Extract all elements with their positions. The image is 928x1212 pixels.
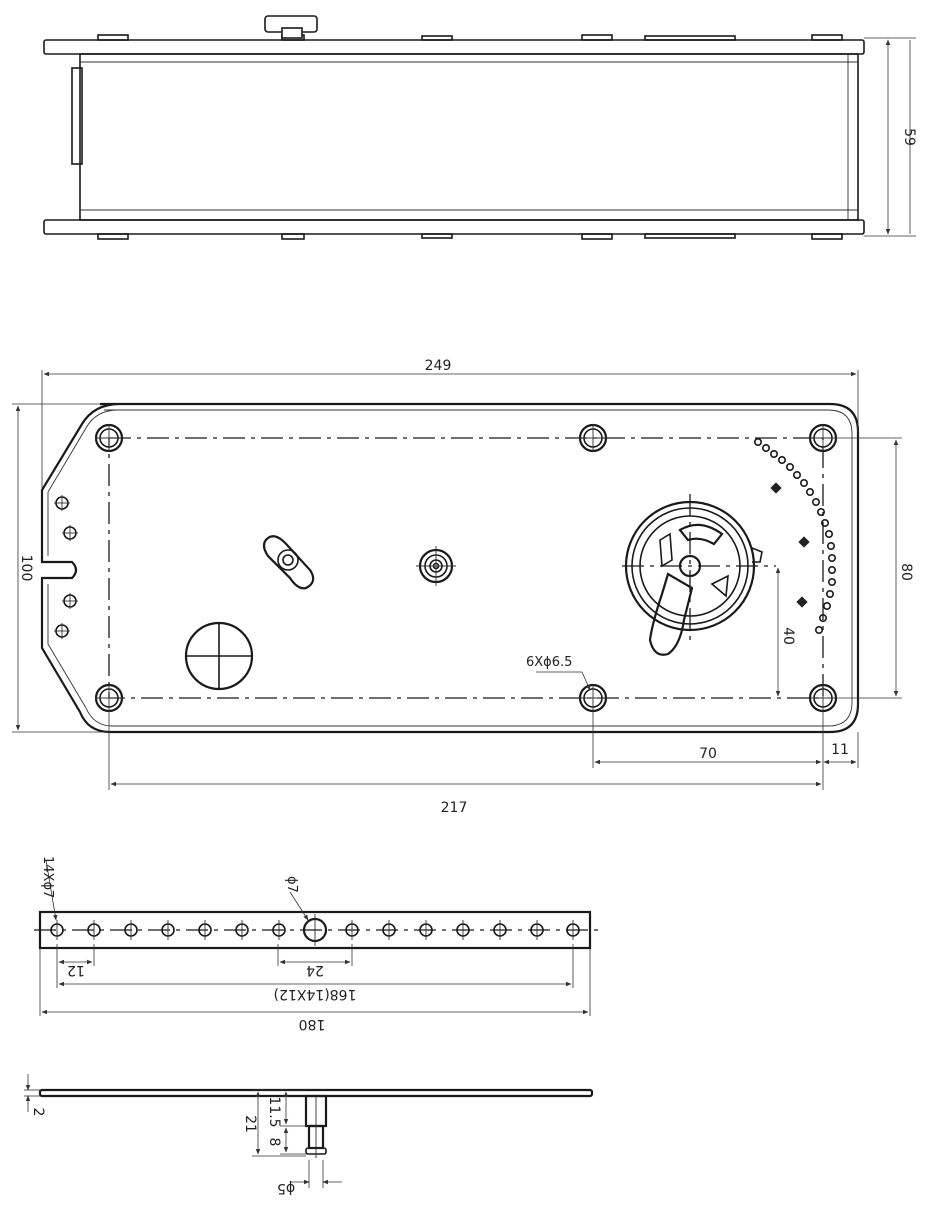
side-body [79,53,859,221]
pin [304,1094,328,1158]
mounting-holes [94,423,838,713]
rail-hole [50,920,64,940]
dim-11-5: 11.5 [266,1091,306,1128]
dim-249-label: 249 [425,358,452,374]
dim-70: 70 [592,712,824,790]
dim-59: 59 [864,37,917,237]
dim-phi5-label: ϕ5 [277,1180,295,1196]
side-top-flange [43,39,865,55]
dim-180-label: 180 [299,1016,326,1032]
dim-11-label: 11 [831,742,849,758]
dim-8-label: 8 [266,1138,282,1147]
hole-note: 6Xϕ6.5 [526,655,591,691]
dim-40: 40 [775,567,796,697]
dim-80-label: 80 [898,563,914,581]
rail-hole [235,920,249,940]
rail-center-label: ϕ7 [284,876,299,893]
mounting-centerline [108,437,824,699]
dim-217-label: 217 [441,800,468,816]
rail-hole [566,920,580,940]
dim-168-label: 168(14X12) [274,986,357,1002]
dim-8: 8 [266,1127,306,1155]
dim-24: 24 [277,944,353,978]
dim-249: 249 [41,358,859,488]
rail-holes-note: 14Xϕ7 [40,856,58,921]
mounting-hole [94,683,124,713]
rail-hole [124,920,138,940]
rail-hole [419,920,433,940]
dim-70-label: 70 [699,746,717,762]
rail-hole [198,920,212,940]
rail-hole [493,920,507,940]
dim-12-label: 12 [67,962,85,978]
rail-holes-label: 14Xϕ7 [40,856,55,898]
dim-100: 100 [12,403,110,733]
side-view: 59 [43,15,917,240]
output-shaft [622,494,776,656]
side-left-bracket [71,67,83,165]
mounting-hole [578,423,608,453]
rail-hole [456,920,470,940]
rail-hole [161,920,175,940]
dim-217: 217 [108,712,822,816]
mounting-hole [578,683,608,713]
rail-hole [530,920,544,940]
mounting-rail-view: 14Xϕ7 ϕ7 12 24 168(14X12) [34,856,598,1032]
top-outline [40,402,860,734]
dim-phi5: ϕ5 [277,1160,342,1196]
dim-21-label: 21 [242,1115,258,1133]
dim-100-label: 100 [18,555,34,582]
mounting-hole [94,423,124,453]
side-top-knob [264,15,318,39]
pin-side-view: 2 21 11.5 8 ϕ5 [24,1074,594,1196]
bracket-holes [54,495,78,639]
dim-2: 2 [24,1074,46,1116]
rail-center-note: ϕ7 [284,876,309,921]
rail-center-hole [302,914,328,946]
center-screw [416,546,456,586]
rail-hole [382,920,396,940]
side-bottom-flange [43,219,865,235]
dim-24-label: 24 [306,962,324,978]
rail-holes [50,920,580,940]
dim-2-label: 2 [30,1108,46,1117]
inspection-port [184,621,254,691]
dim-168: 168(14X12) [58,944,574,1002]
hole-note-label: 6Xϕ6.5 [526,655,572,670]
rail-hole [345,920,359,940]
position-indicator-dots [753,437,836,634]
mounting-hole [808,683,838,713]
dim-40-label: 40 [780,627,796,645]
top-view: 249 100 80 40 6Xϕ6.5 [12,358,914,816]
dim-12: 12 [56,944,95,988]
dim-11-5-label: 11.5 [266,1096,282,1127]
rail-hole [272,920,286,940]
dim-180: 180 [39,948,591,1032]
dim-80: 80 [836,437,914,699]
adjust-slot [262,535,315,590]
dim-21: 21 [242,1089,306,1157]
dim-59-label: 59 [901,128,917,146]
dim-11: 11 [823,732,859,768]
rail-hole [87,920,101,940]
mounting-hole [808,423,838,453]
